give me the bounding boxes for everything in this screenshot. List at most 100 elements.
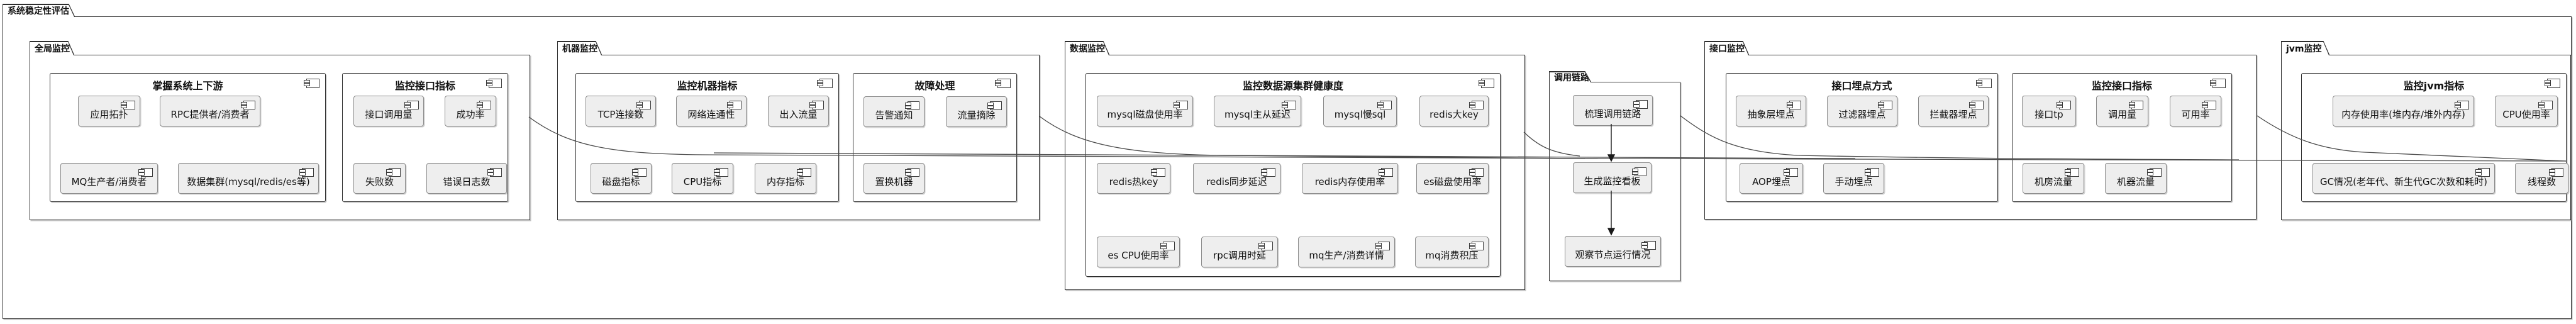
component-icon xyxy=(1375,242,1390,250)
component-icon xyxy=(631,168,647,177)
component-icon xyxy=(486,79,502,88)
component-node: 手动埋点 xyxy=(1823,163,1884,194)
component-node: CPU使用率 xyxy=(2495,96,2558,126)
component-icon xyxy=(1783,168,1798,177)
component-node: redis内存使用率 xyxy=(1302,163,1398,194)
box-title: 监控接口指标 xyxy=(394,80,455,92)
component-node: 告警通知 xyxy=(863,96,924,127)
box-machine-metrics: 监控机器指标 TCP连接数 网络连通性 出入流量 磁盘指标 CPU指标 内存指标 xyxy=(575,73,839,202)
component-label: 应用拓扑 xyxy=(90,109,128,120)
frame-tab: 机器监控 xyxy=(557,41,602,55)
component-label: 成功率 xyxy=(456,109,485,120)
component-node: AOP埋点 xyxy=(1740,163,1803,194)
component-node: 流量摘除 xyxy=(946,96,1007,127)
box-instrumentation-methods: 接口埋点方式 抽象层埋点 过滤器埋点 拦截器埋点 AOP埋点 手动埋点 xyxy=(1726,73,1998,202)
frame-jvm-monitoring: jvm监控 监控jvm指标 内存使用率(堆内存/堆外内存) CPU使用率 GC情… xyxy=(2281,55,2571,220)
component-node: es磁盘使用率 xyxy=(1416,163,1489,194)
component-icon xyxy=(1631,167,1646,176)
box-title: 掌握系统上下游 xyxy=(152,80,223,92)
component-node: 磁盘指标 xyxy=(591,163,652,194)
component-node: 过滤器埋点 xyxy=(1827,96,1897,126)
component-label: 数据集群(mysql/redis/es等) xyxy=(187,176,310,187)
component-node: 机房流量 xyxy=(2023,163,2084,194)
frame-data-monitoring: 数据监控 监控数据源集群健康度 mysql磁盘使用率 mysql主从延迟 mys… xyxy=(1065,55,1525,290)
frame-machine-monitoring: 机器监控 监控机器指标 TCP连接数 网络连通性 出入流量 磁盘指标 CPU指标… xyxy=(557,55,1040,220)
component-node: es CPU使用率 xyxy=(1097,237,1180,267)
component-icon xyxy=(1864,168,1879,177)
component-icon xyxy=(1975,79,1992,88)
component-label: RPC提供者/消费者 xyxy=(170,109,250,120)
component-icon xyxy=(2209,79,2226,88)
frame-tab-label: 系统稳定性评估 xyxy=(3,5,74,18)
component-label: 接口调用量 xyxy=(365,109,413,120)
component-label: GC情况(老年代、新生代GC次数和耗时) xyxy=(2320,176,2487,187)
component-label: MQ生产者/消费者 xyxy=(71,176,147,187)
component-label: 置换机器 xyxy=(875,176,913,187)
component-icon xyxy=(138,168,153,177)
component-icon xyxy=(1258,242,1273,250)
frame-tab-label: jvm监控 xyxy=(2282,42,2329,56)
component-icon xyxy=(994,79,1011,88)
component-icon xyxy=(2128,101,2143,109)
box-interface-metrics-2: 监控接口指标 接口tp 调用量 可用率 机房流量 机器流量 xyxy=(2012,73,2232,202)
component-node: 错误日志数 xyxy=(426,163,507,194)
component-node: 可用率 xyxy=(2170,96,2221,126)
component-node: 线程数 xyxy=(2515,163,2568,194)
box-system-updown: 掌握系统上下游 应用拓扑 RPC提供者/消费者 MQ生产者/消费者 数据集群(m… xyxy=(50,73,326,202)
component-node: 拦截器埋点 xyxy=(1918,96,1989,126)
component-icon xyxy=(2548,168,2563,177)
component-node: GC情况(老年代、新生代GC次数和耗时) xyxy=(2312,163,2495,194)
component-node: TCP连接数 xyxy=(586,96,656,126)
component-label: 手动埋点 xyxy=(1835,176,1873,187)
box-title: 故障处理 xyxy=(914,80,955,92)
component-label: 内存指标 xyxy=(766,176,804,187)
component-icon xyxy=(1377,101,1392,109)
component-label: 线程数 xyxy=(2527,176,2556,187)
box-datasource-health: 监控数据源集群健康度 mysql磁盘使用率 mysql主从延迟 mysql慢sq… xyxy=(1085,73,1501,277)
component-node: MQ生产者/消费者 xyxy=(60,163,158,194)
component-icon xyxy=(1478,79,1494,88)
component-node: redis热key xyxy=(1097,163,1170,194)
component-node: mysql磁盘使用率 xyxy=(1097,96,1193,126)
component-node: 内存指标 xyxy=(755,163,816,194)
component-icon xyxy=(2064,168,2079,177)
frame-interface-monitoring: 接口监控 接口埋点方式 抽象层埋点 过滤器埋点 拦截器埋点 AOP埋点 手动埋点… xyxy=(1704,55,2257,220)
frame-tab-label: 全局监控 xyxy=(30,42,74,56)
box-interface-metrics: 监控接口指标 接口调用量 成功率 失败数 错误日志数 xyxy=(342,73,508,202)
box-title: 监控jvm指标 xyxy=(2403,80,2465,92)
frame-tab: 接口监控 xyxy=(1704,41,1750,55)
component-icon xyxy=(2538,101,2553,109)
frame-call-chain: 调用链路 梳理调用链路 生成监控看板 观察节点运行情况 xyxy=(1549,82,1680,281)
component-icon xyxy=(2146,168,2162,177)
component-node: 出入流量 xyxy=(768,96,829,126)
component-icon xyxy=(1468,168,1484,177)
component-node: 机器流量 xyxy=(2105,163,2167,194)
component-icon xyxy=(299,168,314,177)
component-node: 数据集群(mysql/redis/es等) xyxy=(178,163,319,194)
component-node: mq生产/消费详情 xyxy=(1298,237,1395,267)
component-icon xyxy=(1877,101,1892,109)
component-icon xyxy=(487,168,502,177)
component-node: 梳理调用链路 xyxy=(1573,95,1653,126)
component-icon xyxy=(904,101,919,110)
component-label: mysql磁盘使用率 xyxy=(1107,109,1183,120)
component-icon xyxy=(240,101,255,109)
component-icon xyxy=(987,101,1002,110)
component-label: 机器流量 xyxy=(2116,176,2155,187)
component-icon xyxy=(386,168,401,177)
frame-global-monitoring: 全局监控 掌握系统上下游 应用拓扑 RPC提供者/消费者 MQ生产者/消费者 数… xyxy=(30,55,530,220)
component-icon xyxy=(476,101,491,109)
component-icon xyxy=(1786,101,1801,109)
component-label: mq消费积压 xyxy=(1425,250,1479,261)
component-node: redis同步延迟 xyxy=(1193,163,1280,194)
component-icon xyxy=(2475,168,2490,177)
frame-tab: jvm监控 xyxy=(2281,41,2330,55)
component-icon xyxy=(1968,101,1984,109)
frame-tab-label: 机器监控 xyxy=(558,42,601,56)
frame-tab: 数据监控 xyxy=(1065,41,1110,55)
component-icon xyxy=(303,79,319,88)
component-node: mysql慢sql xyxy=(1323,96,1397,126)
outer-frame-system-stability: 系统稳定性评估 全局监控 掌握系统上下游 应用拓扑 RPC提供者/消费者 MQ生… xyxy=(3,16,2572,319)
component-icon xyxy=(1173,101,1188,109)
